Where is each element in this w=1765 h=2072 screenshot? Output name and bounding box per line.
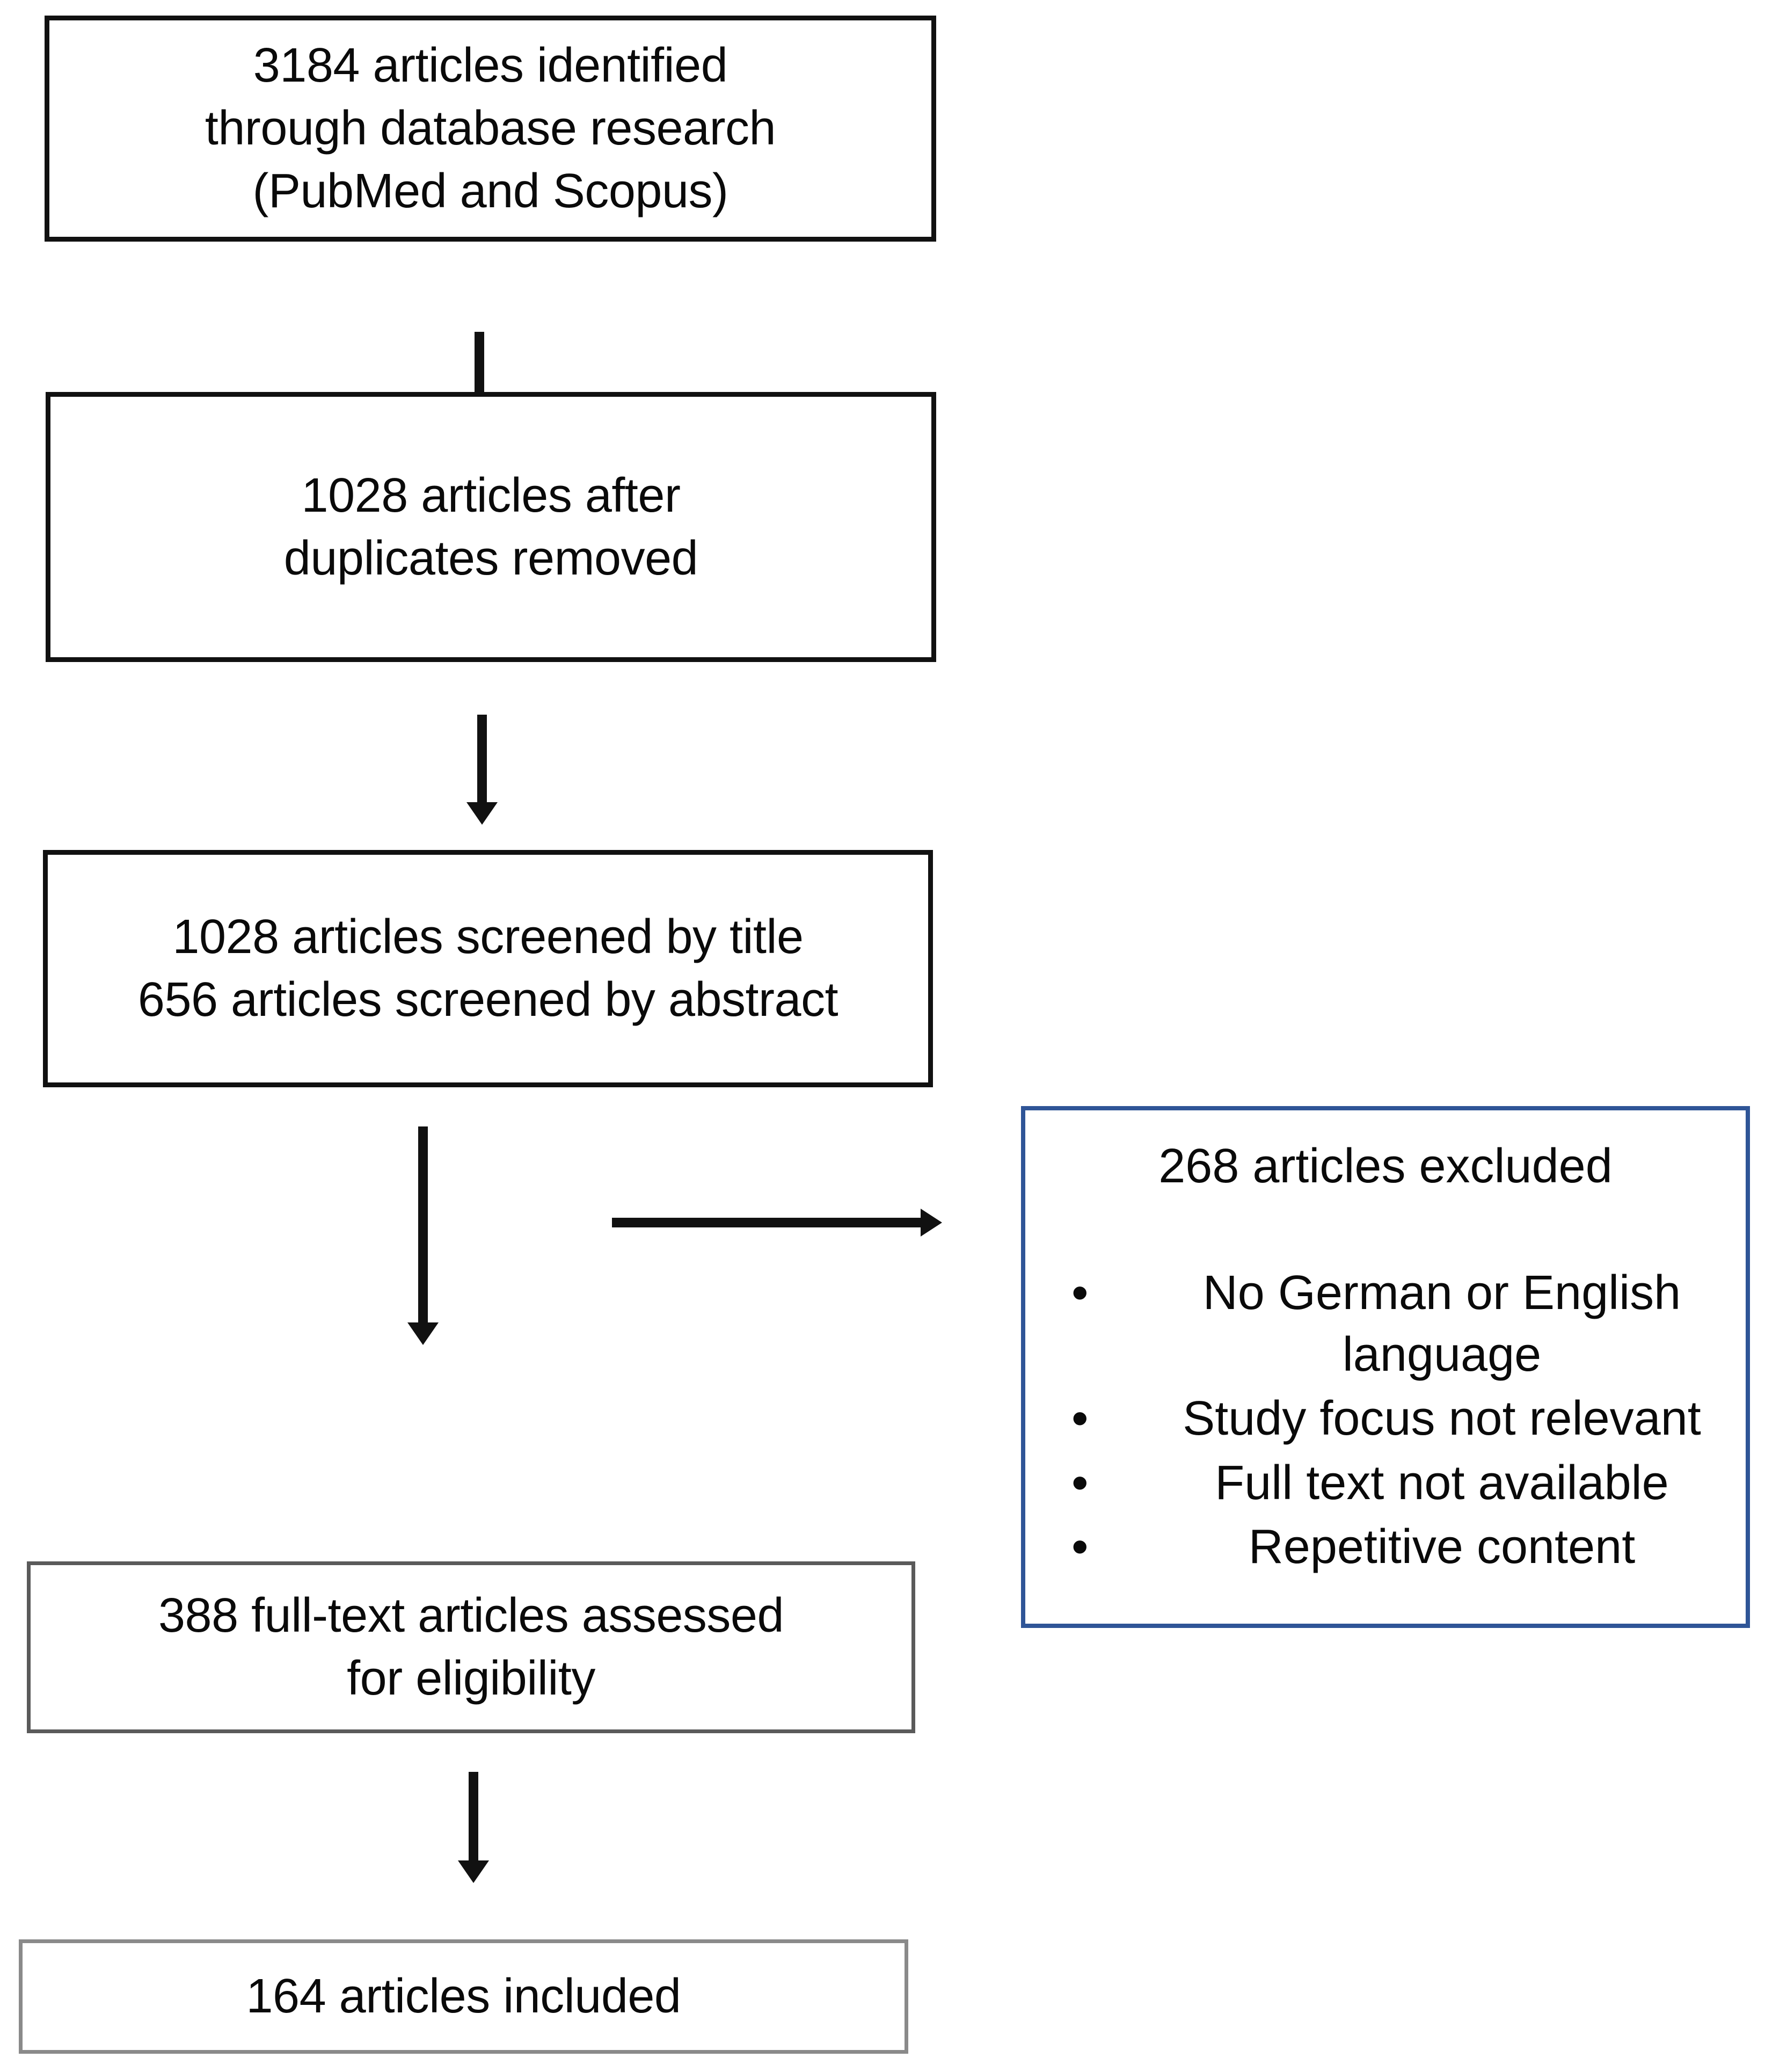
node-line: 1028 articles after: [301, 468, 681, 522]
node-line: 164 articles included: [246, 1969, 681, 2023]
arrow-head-icon: [921, 1209, 942, 1237]
node-fulltext-assessed: 388 full-text articles assessed for elig…: [27, 1561, 915, 1733]
node-line: 1028 articles screened by title: [172, 910, 804, 964]
bullet-icon: •: [1071, 1392, 1089, 1446]
node-line: 656 articles screened by abstract: [137, 973, 838, 1027]
arrow-right-screened-to-excluded: [612, 1208, 942, 1237]
arrow-down-duplicates-to-screened: [463, 715, 501, 825]
arrow-shaft: [418, 1126, 428, 1325]
bullet-icon: •: [1071, 1266, 1089, 1320]
list-item-label: Full text not available: [1215, 1456, 1669, 1510]
list-item: • Repetitive content: [1025, 1516, 1746, 1578]
arrow-shaft: [612, 1218, 923, 1227]
node-line: for eligibility: [347, 1652, 595, 1705]
bullet-icon: •: [1071, 1456, 1089, 1510]
bullet-icon: •: [1071, 1520, 1089, 1574]
list-item-label: No German or English language: [1202, 1266, 1681, 1382]
arrow-shaft: [477, 715, 487, 805]
node-line: duplicates removed: [283, 531, 698, 585]
node-articles-excluded: 268 articles excluded • No German or Eng…: [1021, 1106, 1750, 1628]
node-line: 388 full-text articles assessed: [158, 1589, 784, 1642]
list-item-label: Study focus not relevant: [1183, 1392, 1701, 1446]
node-articles-included: 164 articles included: [19, 1939, 908, 2054]
node-articles-identified: 3184 articles identified through databas…: [45, 16, 936, 242]
list-item: • Study focus not relevant: [1025, 1388, 1746, 1450]
arrow-down-fulltext-to-included: [454, 1772, 493, 1883]
arrow-head-icon: [466, 802, 498, 825]
node-line: 3184 articles identified: [253, 39, 728, 92]
arrow-head-icon: [458, 1860, 489, 1883]
arrow-head-icon: [407, 1322, 439, 1345]
node-articles-screened: 1028 articles screened by title 656 arti…: [43, 850, 933, 1087]
list-item: • Full text not available: [1025, 1452, 1746, 1514]
list-item-label: Repetitive content: [1248, 1520, 1636, 1574]
arrow-shaft: [469, 1772, 478, 1863]
arrow-down-screened-to-fulltext: [404, 1126, 442, 1345]
excluded-reasons-list: • No German or English language • Study …: [1025, 1262, 1746, 1578]
list-item: • No German or English language: [1025, 1262, 1746, 1386]
excluded-title: 268 articles excluded: [1158, 1139, 1613, 1193]
node-line: through database research: [205, 101, 776, 155]
node-line: (PubMed and Scopus): [252, 164, 728, 218]
node-duplicates-removed: 1028 articles after duplicates removed: [46, 392, 936, 662]
